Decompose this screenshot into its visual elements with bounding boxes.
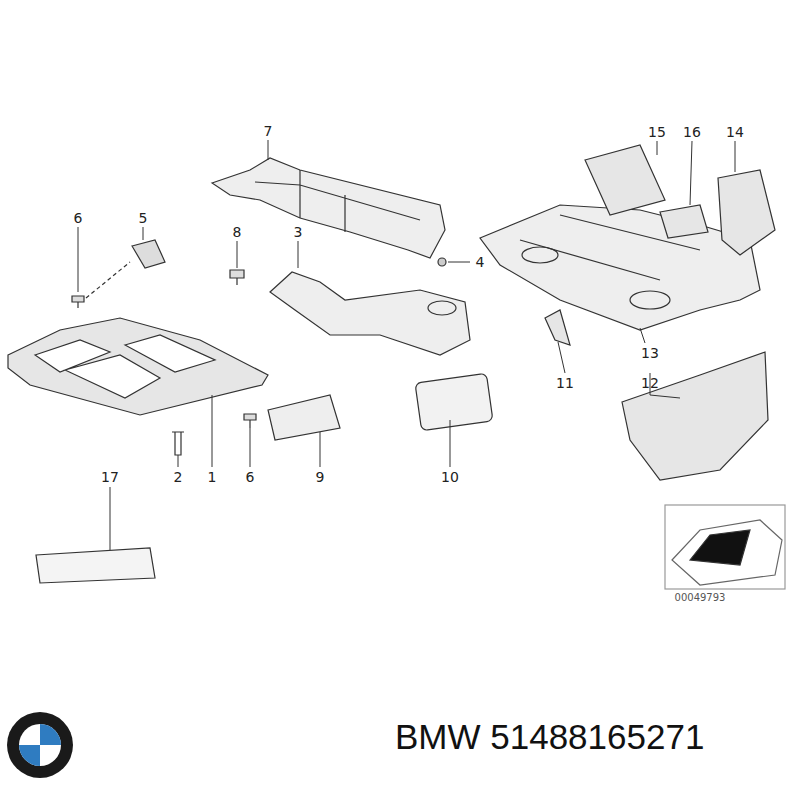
callout-number: 14 [726,125,744,139]
callout-number: 6 [246,470,255,484]
callout-number: 6 [74,211,83,225]
callout-number: 3 [294,225,303,239]
callout-number: 4 [476,255,485,269]
callout-number: 2 [174,470,183,484]
figure-code: 00049793 [675,593,726,603]
callout-number: 9 [316,470,325,484]
callout-number: 1 [208,470,217,484]
callout-number: 11 [556,376,574,390]
callout-number: 15 [648,125,666,139]
callout-number: 13 [641,346,659,360]
callout-number: 17 [101,470,119,484]
callout-number: 10 [441,470,459,484]
callout-number: 8 [233,225,242,239]
callout-number: 5 [139,211,148,225]
callout-number: 16 [683,125,701,139]
callout-number: 7 [264,124,273,138]
callout-number: 12 [641,376,659,390]
part-number: BMW 51488165271 [395,719,704,754]
